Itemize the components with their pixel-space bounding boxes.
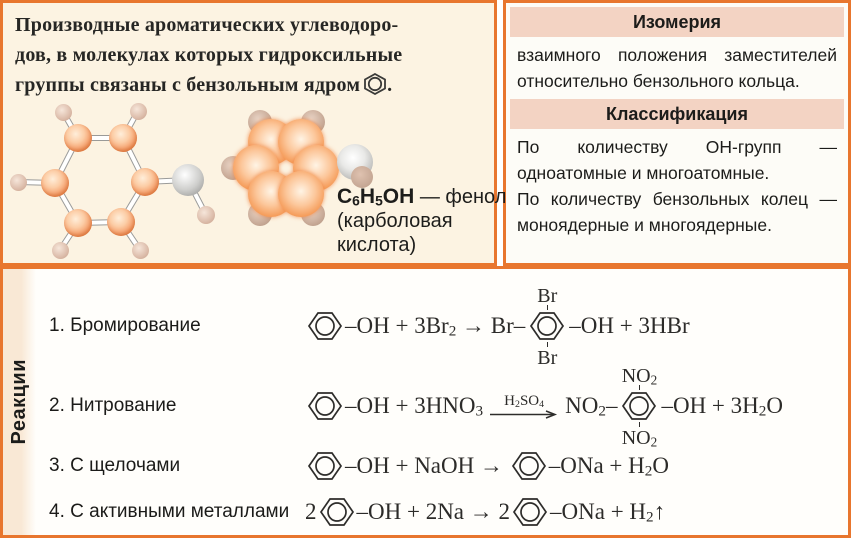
- formula-text: NO2: [621, 427, 658, 450]
- formula-text: –OH + NaOH →: [345, 453, 509, 479]
- phenol-alt-name: кислота): [337, 234, 417, 256]
- reaction-formula: 2 –OH + 2Na → 2 –ONa + H2↑: [305, 496, 665, 528]
- formula-text: –OH + 3HBr: [569, 313, 690, 339]
- classification-point: По количеству ОН-групп — одноатомные и м…: [517, 137, 837, 183]
- carbon-atom: [64, 124, 92, 152]
- formula-text: 2: [305, 499, 317, 525]
- formula-text: NO2–: [565, 393, 618, 421]
- reaction-formula: –OH + NaOH → –ONa + H2O: [305, 450, 669, 482]
- benzene-ring-icon: [511, 452, 546, 480]
- benzene-ring-icon: [307, 452, 343, 480]
- formula-text: NO2: [621, 365, 658, 388]
- top-section: Производные ароматических углеводоро- до…: [0, 0, 851, 266]
- formula-text: –OH + 3Br2 → Br–: [345, 313, 526, 341]
- reactions-section: Реакции 1. Бромирование –OH + 3Br2 → Br–…: [0, 266, 851, 538]
- phenol-molecule-models: [3, 95, 494, 265]
- hydrogen-atom: [351, 166, 373, 188]
- panel-divider: [497, 0, 503, 266]
- definition-text: Производные ароматических углеводоро- до…: [3, 3, 494, 100]
- classification-point: По количеству бензольных колец — монояде…: [517, 189, 837, 235]
- hydrogen-atom: [129, 102, 147, 120]
- bond: [78, 135, 123, 141]
- info-panel: Изомерия взаимного положения заместителе…: [503, 0, 851, 266]
- benzene-ring-icon: [364, 72, 387, 96]
- benzene-ring: [307, 450, 343, 482]
- reactions-side-strip: Реакции: [3, 269, 36, 535]
- benzene-ring: [512, 496, 548, 528]
- definition-line: группы связаны с бензольным ядром.: [15, 72, 393, 96]
- carbon-atom: [107, 208, 135, 236]
- hydrogen-atom: [54, 103, 72, 121]
- formula-text: –ONa + H2O: [548, 453, 669, 481]
- isomerism-header: Изомерия: [510, 7, 844, 37]
- carbon-atom: [131, 168, 159, 196]
- reaction-row: 3. С щелочами –OH + NaOH → –ONa + H2O: [3, 448, 844, 484]
- formula-text: Br: [537, 285, 558, 307]
- reaction-row: 4. С активными металлами 2 –OH + 2Na → 2 –…: [3, 494, 844, 530]
- hydrogen-atom: [197, 206, 215, 224]
- reaction-label: 3. С щелочами: [49, 454, 181, 476]
- carbon-atom: [41, 169, 69, 197]
- definition-line: дов, в молекулах которых гидроксильные: [15, 44, 403, 66]
- formula-text: –OH + 3H2O: [661, 393, 783, 421]
- hydrogen-atom: [51, 241, 69, 259]
- benzene-ring-icon: [622, 392, 657, 420]
- reaction-arrow-icon: [490, 410, 558, 419]
- definition-panel: Производные ароматических углеводоро- до…: [0, 0, 506, 266]
- phenol-alt-name: (карболовая: [337, 210, 453, 232]
- definition-line: Производные ароматических углеводоро-: [15, 14, 399, 36]
- reaction-label: 1. Бромирование: [49, 314, 201, 336]
- hydrogen-atom: [9, 173, 27, 191]
- benzene-ring-icon: [307, 312, 343, 340]
- benzene-ring-icon: [530, 312, 565, 340]
- benzene-ring-icon: [319, 498, 354, 526]
- phenol-label: C6H5OH — фенол (карболовая кислота): [337, 185, 509, 257]
- reaction-label: 4. С активными металлами: [49, 500, 290, 522]
- formula-text: Br: [537, 347, 558, 369]
- reaction-label: 2. Нитрование: [49, 394, 177, 416]
- hydrogen-atom: [131, 241, 149, 259]
- classification-header: Классификация: [510, 99, 844, 129]
- formula-text: H2SO4: [504, 393, 545, 411]
- benzene-ring: [307, 390, 343, 422]
- labeled-arrow: H2SO4: [489, 393, 559, 419]
- formula-text: –OH + 2Na → 2: [356, 499, 511, 525]
- classification-body: По количеству ОН-групп — одноатомные и м…: [510, 129, 844, 241]
- carbon-atom: [109, 124, 137, 152]
- benzene-ring-icon: [307, 392, 343, 420]
- benzene-ring: [319, 496, 355, 528]
- benzene-ring: [511, 450, 547, 482]
- formula-text: –OH + 3HNO3: [345, 393, 484, 421]
- formula-text: –ONa + H2↑: [550, 499, 666, 527]
- isomerism-body: взаимного положения заместителей относит…: [517, 45, 837, 91]
- carbon-atom: [278, 171, 324, 217]
- benzene-ring-icon: [512, 498, 548, 526]
- oxygen-atom: [172, 164, 204, 196]
- phenol-formula: C6H5OH — фенол: [337, 185, 507, 209]
- carbon-atom: [64, 209, 92, 237]
- benzene-ring: [307, 310, 343, 342]
